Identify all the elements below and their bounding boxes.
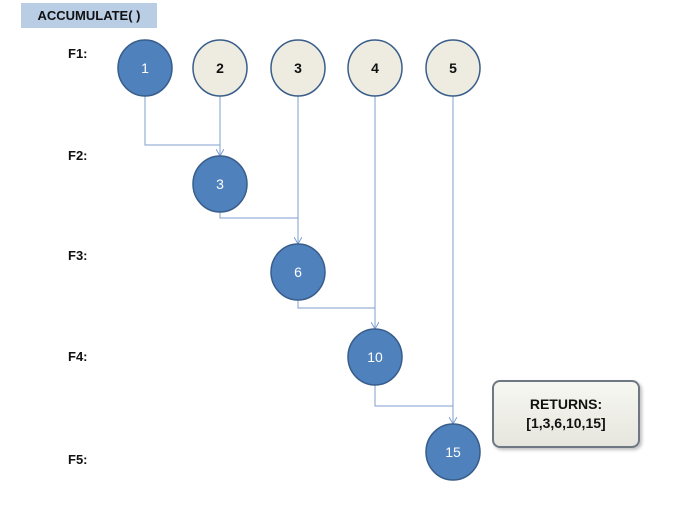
row-label-f4: F4: [68,349,88,364]
diagram-title: ACCUMULATE( ) [37,8,141,23]
arrow-6-to-10 [297,300,375,329]
title-box: ACCUMULATE( ) [21,3,157,28]
node-f4-10-label: 10 [367,349,383,365]
node-f1-4-label: 4 [371,60,379,76]
row-label-f2: F2: [68,148,88,163]
arrow-1-to-3 [144,95,220,156]
node-f2-3-label: 3 [216,176,224,192]
node-f1-2-label: 2 [216,60,224,76]
node-f1-5: 5 [425,39,481,97]
row-label-f5: F5: [68,452,88,467]
arrow-10-to-15 [374,385,453,424]
node-f1-1: 1 [117,39,173,97]
node-f3-6: 6 [270,243,326,301]
row-label-f1: F1: [68,46,88,61]
returns-label: RETURNS: [529,396,603,413]
node-f5-15: 15 [425,423,481,481]
row-label-f3: F3: [68,248,88,263]
node-f1-5-label: 5 [449,60,457,76]
node-f2-3: 3 [192,155,248,213]
node-f4-10: 10 [347,328,403,386]
returns-value: [1,3,6,10,15] [526,415,606,431]
node-f1-3-label: 3 [294,60,302,76]
node-f1-4: 4 [347,39,403,97]
node-f1-3: 3 [270,39,326,97]
node-f1-1-label: 1 [141,60,149,76]
node-f3-6-label: 6 [294,264,302,280]
returns-box: RETURNS: [1,3,6,10,15] [492,380,640,448]
node-f1-2: 2 [192,39,248,97]
arrow-3-to-6 [219,212,298,244]
node-f5-15-label: 15 [445,444,461,460]
